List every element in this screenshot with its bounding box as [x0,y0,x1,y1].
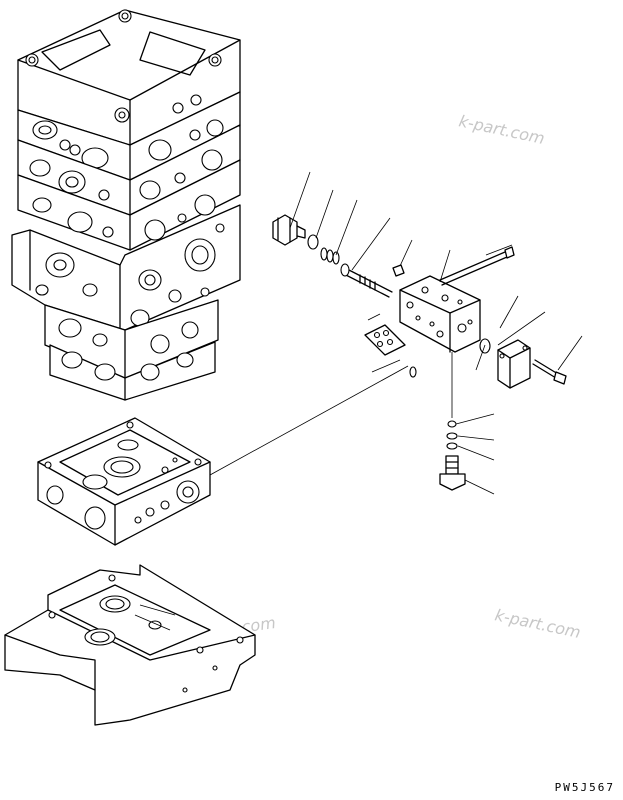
end-cover [4,564,256,726]
assembly-line [209,365,409,476]
cover-plate [497,339,531,389]
leader-lines [289,171,583,495]
valve-section-plate [37,417,211,546]
drawing-code: PW5J567 [554,781,615,794]
o-rings-upper [307,234,340,265]
small-plug [392,264,405,277]
o-ring-small [409,366,417,378]
valve-stem [340,263,393,298]
long-bolt [439,246,515,286]
main-valve-stack [11,9,241,401]
fitting-upper [272,214,306,246]
fitting-lower [439,455,466,491]
valve-block [399,275,481,353]
watermark-top: k-part.com [457,111,546,148]
gasket-plate [364,324,406,356]
watermark-bottom-right: k-part.com [493,605,582,642]
o-rings-lower [446,420,458,450]
bolt-right [532,359,567,385]
